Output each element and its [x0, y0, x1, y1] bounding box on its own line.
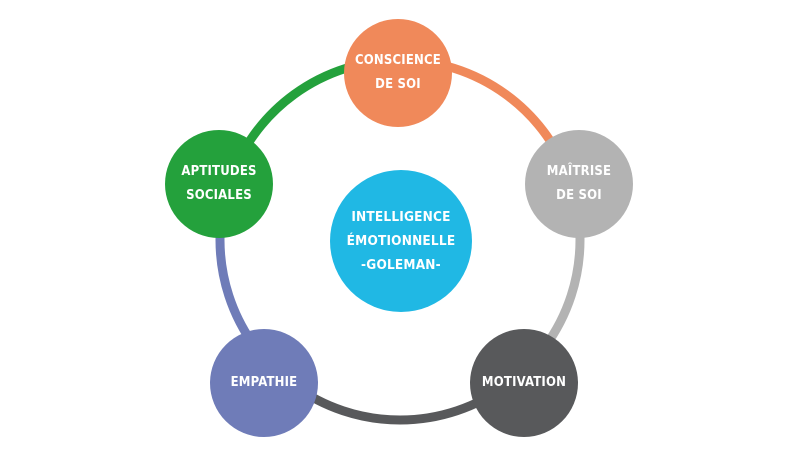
node-maitrise-de-soi-label: MAÎTRISE DE SOI: [546, 164, 612, 203]
center-node-label: INTELLIGENCE ÉMOTIONNELLE -GOLEMAN-: [346, 209, 456, 273]
node-motivation: MOTIVATION: [470, 329, 578, 437]
node-aptitudes-sociales-label: APTITUDES SOCIALES: [181, 164, 257, 203]
center-node-intelligence-emotionnelle: INTELLIGENCE ÉMOTIONNELLE -GOLEMAN-: [330, 170, 472, 312]
node-conscience-de-soi-label: CONSCIENCE DE SOI: [354, 53, 442, 92]
node-empathie: EMPATHIE: [210, 329, 318, 437]
node-maitrise-de-soi: MAÎTRISE DE SOI: [525, 130, 633, 238]
node-aptitudes-sociales: APTITUDES SOCIALES: [165, 130, 273, 238]
node-empathie-label: EMPATHIE: [230, 375, 298, 390]
node-conscience-de-soi: CONSCIENCE DE SOI: [344, 19, 452, 127]
node-motivation-label: MOTIVATION: [481, 375, 567, 390]
